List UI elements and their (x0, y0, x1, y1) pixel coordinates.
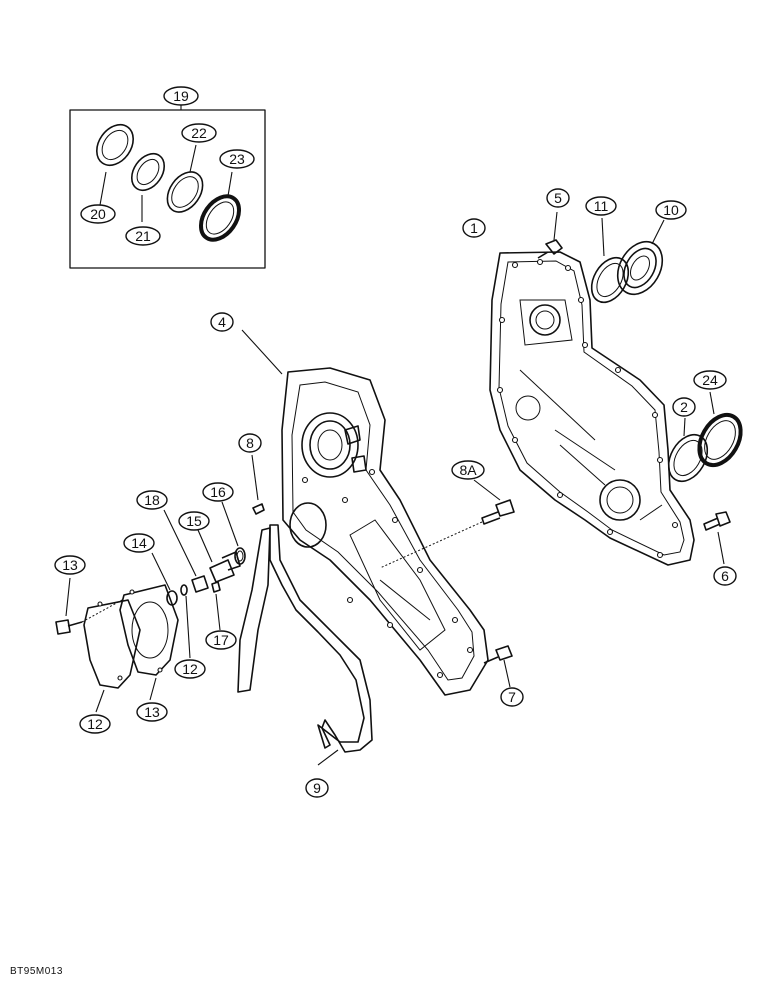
seal-24 (166, 171, 204, 213)
callout-25-kit: 23 (219, 149, 255, 169)
svg-text:19: 19 (173, 88, 189, 104)
gasket-13 (119, 584, 179, 701)
figure-code: BT95M013 (10, 966, 63, 977)
callout-5: 9 (305, 778, 329, 798)
callout-21: 19 (163, 86, 199, 106)
svg-text:21: 21 (135, 228, 151, 244)
svg-text:18: 18 (144, 492, 160, 508)
svg-text:6: 6 (721, 568, 729, 584)
callout-2: 2 (672, 397, 696, 417)
dowel-pin-9 (251, 454, 265, 515)
seal-10 (616, 219, 665, 296)
bolt-7 (537, 211, 563, 259)
callout-12: 12 (79, 714, 111, 734)
callout-23: 21 (125, 226, 161, 246)
callout-18: 18 (136, 490, 168, 510)
cover-plate-12 (83, 599, 141, 713)
svg-text:17: 17 (213, 632, 229, 648)
callout-8a: 8A (451, 460, 485, 480)
callout-22: 20 (80, 204, 116, 224)
callout-24: 22 (181, 123, 217, 143)
svg-text:13: 13 (62, 557, 78, 573)
callout-20: 14 (123, 533, 155, 553)
svg-text:12: 12 (87, 716, 103, 732)
svg-text:8: 8 (246, 435, 254, 451)
svg-text:16: 16 (210, 484, 226, 500)
callout-15: 15 (178, 511, 210, 531)
seal-23 (130, 152, 166, 192)
callout-10: 10 (655, 200, 687, 220)
svg-text:12: 12 (182, 661, 198, 677)
svg-text:22: 22 (191, 125, 207, 141)
svg-text:4: 4 (218, 314, 226, 330)
callout-4: 4 (210, 312, 234, 332)
svg-text:2: 2 (680, 399, 688, 415)
screw-17 (211, 581, 221, 631)
seal-25-right (697, 391, 743, 468)
seal-11 (590, 217, 630, 304)
bolt-6 (703, 511, 731, 565)
bolt-8 (483, 645, 513, 688)
callout-19: 12 (174, 659, 206, 679)
gear-cover-4 (241, 329, 489, 696)
callouts: 19 20 21 22 23 5 11 10 (54, 86, 737, 798)
callout-13: 13 (136, 702, 168, 722)
plug-18 (163, 509, 209, 593)
svg-text:8A: 8A (459, 462, 477, 478)
callout-8: 7 (500, 687, 524, 707)
svg-text:11: 11 (594, 198, 609, 214)
svg-text:15: 15 (186, 513, 202, 529)
svg-text:9: 9 (313, 780, 321, 796)
sensor-15 (197, 529, 241, 583)
seal-25-kit (198, 194, 242, 242)
svg-text:20: 20 (90, 206, 106, 222)
svg-text:10: 10 (663, 202, 679, 218)
svg-text:1: 1 (470, 220, 478, 236)
svg-text:14: 14 (131, 535, 147, 551)
callout-9: 8 (238, 433, 262, 453)
seal-22 (96, 123, 134, 167)
svg-text:23: 23 (229, 151, 245, 167)
bolt-8a (379, 479, 515, 569)
svg-text:24: 24 (702, 372, 718, 388)
callout-16: 16 (202, 482, 234, 502)
gasket-5 (237, 524, 373, 766)
callout-14: 13 (54, 555, 86, 575)
callout-11: 11 (585, 196, 617, 216)
callout-6: 6 (713, 566, 737, 586)
callout-17: 17 (205, 630, 237, 650)
o-ring-16 (221, 501, 246, 565)
seal-kit-box (69, 103, 266, 269)
svg-text:5: 5 (554, 190, 562, 206)
callout-25-right: 24 (693, 370, 727, 390)
callout-1: 1 (462, 218, 486, 238)
washer-20 (151, 552, 178, 606)
callout-7: 5 (546, 188, 570, 208)
o-ring-19 (180, 584, 191, 659)
gasket-plate-1 (489, 251, 695, 566)
bolt-14 (55, 577, 123, 635)
svg-text:7: 7 (508, 689, 516, 705)
svg-text:13: 13 (144, 704, 160, 720)
